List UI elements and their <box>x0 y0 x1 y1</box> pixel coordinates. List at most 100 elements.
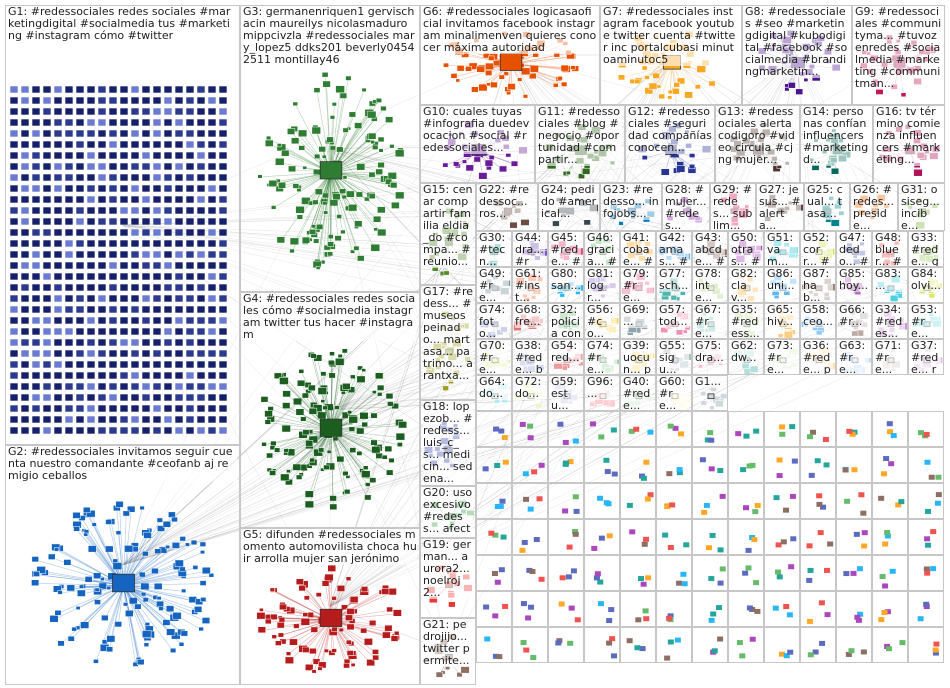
edge-line <box>123 585 136 665</box>
vertex-node <box>656 84 662 89</box>
group-nodes <box>775 536 797 548</box>
vertex-node <box>152 404 162 413</box>
vertex-node <box>849 431 856 437</box>
vertex-node <box>31 382 41 391</box>
vertex-node <box>488 155 495 160</box>
vertex-node <box>336 214 342 219</box>
vertex-node <box>648 82 658 90</box>
vertex-node <box>207 195 217 204</box>
group-label: G26: #redes... preside... <box>853 183 895 231</box>
vertex-node <box>20 382 30 391</box>
group-label: G1... <box>695 376 725 388</box>
group-label: G49: #re... <box>479 268 509 302</box>
group-nodes <box>566 529 579 550</box>
group-nodes <box>597 495 612 507</box>
group-sg5: G42: amas... #re... <box>656 231 692 267</box>
group-g14: G14: personas confían influencers #marke… <box>800 105 873 183</box>
group-sg0: G30: #tecn... #solu... <box>476 231 512 267</box>
group-label: G81: logr... <box>587 268 617 302</box>
vertex-node <box>185 118 195 127</box>
vertex-node <box>387 401 394 407</box>
vertex-node <box>174 272 184 281</box>
vertex-node <box>20 250 30 259</box>
vertex-node <box>478 83 488 92</box>
vertex-node <box>185 305 195 314</box>
vertex-node <box>935 474 942 480</box>
group-label: G14: personas confían influencers #marke… <box>803 105 870 166</box>
vertex-node <box>72 512 81 519</box>
group-sg33: G35: #redess... mkt4e... <box>728 303 764 339</box>
inter-group-edge <box>122 356 675 566</box>
group-sg18: G77: sch... <box>656 267 692 303</box>
vertex-node <box>673 82 680 88</box>
vertex-node <box>350 662 356 667</box>
vertex-node <box>523 496 530 502</box>
group-nodes <box>664 502 676 510</box>
vertex-node <box>662 532 669 538</box>
edge-line <box>330 429 349 478</box>
group-label: G12: #redessociales #seguridad compañías… <box>628 105 712 154</box>
vertex-node <box>356 450 363 456</box>
vertex-node <box>64 338 74 347</box>
vertex-node <box>201 617 211 624</box>
group-nodes <box>700 386 727 410</box>
vertex-node <box>644 75 650 80</box>
group-nodes <box>779 424 796 437</box>
vertex-node <box>557 421 564 427</box>
vertex-node <box>377 228 387 237</box>
group-small <box>800 627 836 663</box>
vertex-node <box>75 96 85 105</box>
edge-line <box>321 620 332 666</box>
vertex-node <box>823 462 830 468</box>
vertex-node <box>884 533 891 539</box>
vertex-node <box>638 576 645 582</box>
vertex-node <box>86 294 96 303</box>
vertex-node <box>276 621 285 629</box>
group-sg9: G52: corr... #re... <box>800 231 836 267</box>
vertex-node <box>67 635 75 642</box>
vertex-node <box>75 217 85 226</box>
vertex-node <box>329 115 335 120</box>
vertex-node <box>174 261 184 270</box>
vertex-node <box>339 188 346 194</box>
vertex-node <box>9 162 19 171</box>
edge-line <box>330 172 382 234</box>
vertex-node <box>152 107 162 116</box>
group-sg34: G65: hiv... <box>764 303 800 339</box>
vertex-node <box>527 435 534 441</box>
group-nodes <box>483 603 509 619</box>
group-nodes <box>520 640 537 661</box>
group-small <box>728 627 764 663</box>
vertex-node <box>878 617 885 623</box>
group-small <box>800 411 836 447</box>
vertex-node <box>130 393 140 402</box>
vertex-node <box>163 250 173 259</box>
vertex-node <box>31 239 41 248</box>
vertex-node <box>163 294 173 303</box>
edge-line <box>330 100 380 173</box>
vertex-node <box>97 151 107 160</box>
vertex-node <box>323 210 329 215</box>
vertex-node <box>218 206 228 215</box>
group-label: G58: ceo... <box>803 303 833 328</box>
vertex-node <box>152 206 162 215</box>
vertex-node <box>323 464 330 470</box>
group-label: G32: policia conde... <box>551 304 581 338</box>
vertex-node <box>375 168 383 175</box>
vertex-node <box>484 636 491 642</box>
vertex-node <box>641 155 648 160</box>
vertex-node <box>20 162 30 171</box>
vertex-node <box>163 415 173 424</box>
vertex-node <box>635 617 642 623</box>
group-sg26: G74: foto... <box>476 303 512 339</box>
vertex-node <box>492 532 499 538</box>
group-label: G22: #redessoc... ros... <box>479 184 535 220</box>
vertex-node <box>86 239 96 248</box>
vertex-node <box>93 572 102 580</box>
vertex-node <box>318 447 325 453</box>
vertex-node <box>42 239 52 248</box>
vertex-node <box>298 129 308 137</box>
edge-line <box>123 584 200 603</box>
vertex-node <box>174 239 184 248</box>
vertex-node <box>284 656 294 664</box>
